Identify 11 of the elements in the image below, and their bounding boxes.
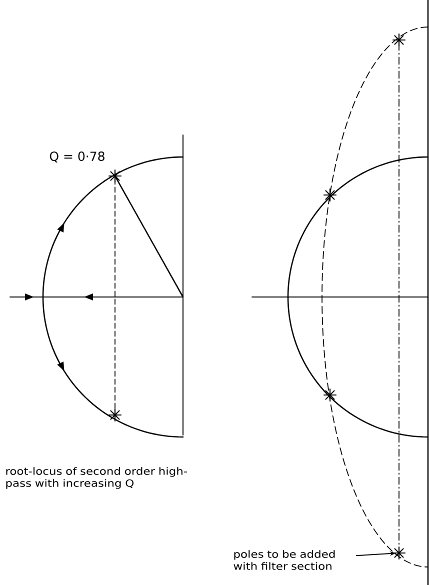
pole-marker [392, 546, 406, 560]
pole-marker [323, 188, 337, 202]
q-value-label: Q = 0·78 [50, 152, 104, 162]
pole-marker [108, 408, 122, 422]
guide-line [114, 178, 116, 412]
guide-line [398, 42, 400, 550]
pole-marker [323, 388, 337, 402]
pole-marker [108, 169, 122, 183]
caption-text: root-locus of second order high-pass with increasing Q [6, 467, 188, 489]
annotation-text: poles to be added with filter section [234, 550, 335, 570]
pole-marker [392, 33, 406, 47]
